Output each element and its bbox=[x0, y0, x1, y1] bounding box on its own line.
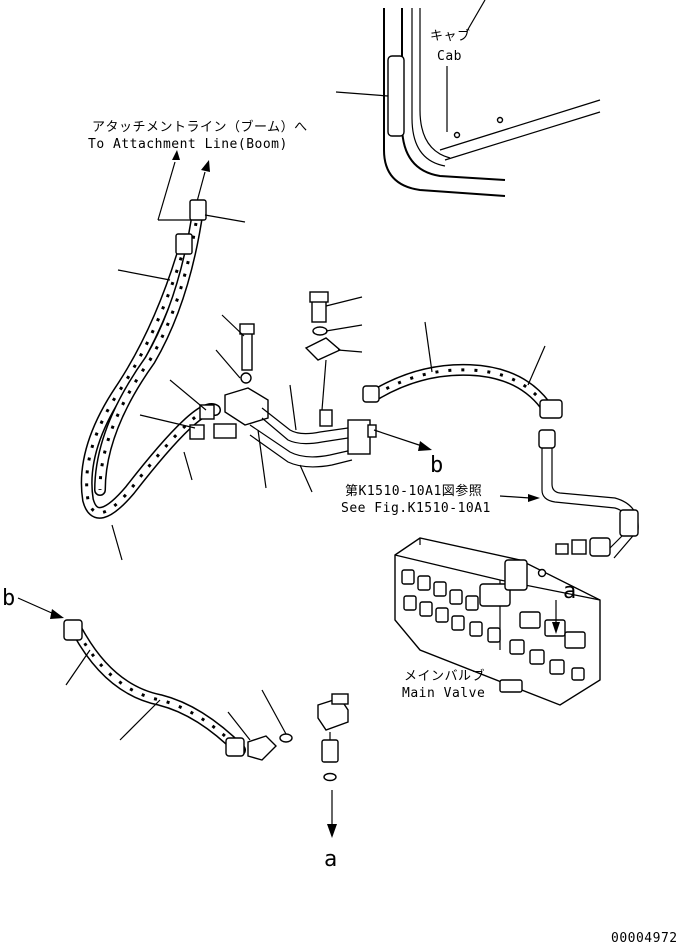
ref-arrow-a-valve bbox=[552, 600, 560, 634]
lower-tee-cap bbox=[331, 693, 349, 705]
clamp-fitting bbox=[319, 409, 333, 427]
lower-hose-fitting-right bbox=[225, 737, 245, 757]
bolt-2 bbox=[311, 299, 327, 323]
lower-hose-fitting-left bbox=[63, 619, 83, 641]
steel-pipe-right bbox=[538, 429, 639, 559]
o-ring-valve bbox=[537, 568, 547, 578]
ref-arrow-b-lower bbox=[17, 597, 64, 619]
lower-tee-assembly bbox=[261, 689, 349, 838]
main-valve-label-jp: メインバルブ bbox=[404, 668, 485, 684]
steel-pipe-fitting-top bbox=[538, 429, 556, 449]
bolt-1-head bbox=[239, 323, 255, 335]
boom-hose-fitting-lower bbox=[175, 233, 193, 255]
lower-adapter bbox=[321, 739, 339, 763]
cab-label-en: Cab bbox=[437, 49, 462, 64]
bolt-2-head bbox=[309, 291, 329, 303]
ref-a-bottom: a bbox=[324, 847, 337, 872]
solenoid-2 bbox=[504, 559, 528, 591]
manifold-block bbox=[224, 387, 269, 426]
steel-pipe-bend bbox=[619, 509, 639, 537]
steel-tube-upper bbox=[249, 384, 377, 493]
o-ring-lower-1 bbox=[279, 733, 293, 743]
washer-1 bbox=[240, 372, 252, 384]
upper-right-hose bbox=[362, 321, 563, 419]
clamp-plate-assembly bbox=[304, 291, 363, 411]
lower-elbow bbox=[247, 735, 277, 761]
adapter-fitting bbox=[571, 539, 587, 555]
attachment-line-label-en: To Attachment Line(Boom) bbox=[88, 137, 288, 152]
ref-b-lower: b bbox=[2, 586, 15, 611]
manifold-assembly bbox=[139, 314, 269, 489]
drawing-number: 00004972 bbox=[611, 931, 678, 946]
fig-ref-label-en: See Fig.K1510-10A1 bbox=[341, 501, 491, 516]
cab-structure bbox=[335, 0, 601, 197]
upper-hose-fitting-right bbox=[539, 399, 563, 419]
main-valve bbox=[394, 537, 601, 706]
fig-ref-label-jp: 第K1510-10A1図参照 bbox=[345, 483, 482, 499]
cab-bracket bbox=[387, 55, 405, 137]
lower-hose bbox=[63, 619, 277, 761]
boom-hose bbox=[80, 199, 246, 561]
attachment-line-label-jp: アタッチメントライン（ブーム）へ bbox=[92, 119, 308, 135]
solenoid bbox=[479, 583, 511, 607]
main-valve-label-en: Main Valve bbox=[402, 686, 485, 701]
washer-2 bbox=[312, 326, 328, 336]
fig-ref-arrow bbox=[499, 494, 540, 502]
upper-hose-fitting-left bbox=[362, 385, 380, 403]
ref-b-upper: b bbox=[430, 453, 443, 478]
tee-fitting bbox=[347, 419, 371, 455]
boom-hose-fitting-top bbox=[189, 199, 207, 221]
adapter-fitting-2 bbox=[555, 543, 569, 555]
o-ring-lower-2 bbox=[323, 772, 337, 782]
steel-pipe-fitting-bottom bbox=[589, 537, 611, 557]
cab-label-jp: キャブ bbox=[430, 28, 471, 44]
tee-fitting-port bbox=[367, 424, 377, 438]
ref-a-valve: a bbox=[563, 579, 576, 604]
ref-arrow-b-upper bbox=[373, 429, 432, 451]
clamp-plate bbox=[304, 337, 342, 361]
elbow-fitting-2 bbox=[189, 424, 205, 440]
straight-fitting bbox=[213, 423, 237, 439]
